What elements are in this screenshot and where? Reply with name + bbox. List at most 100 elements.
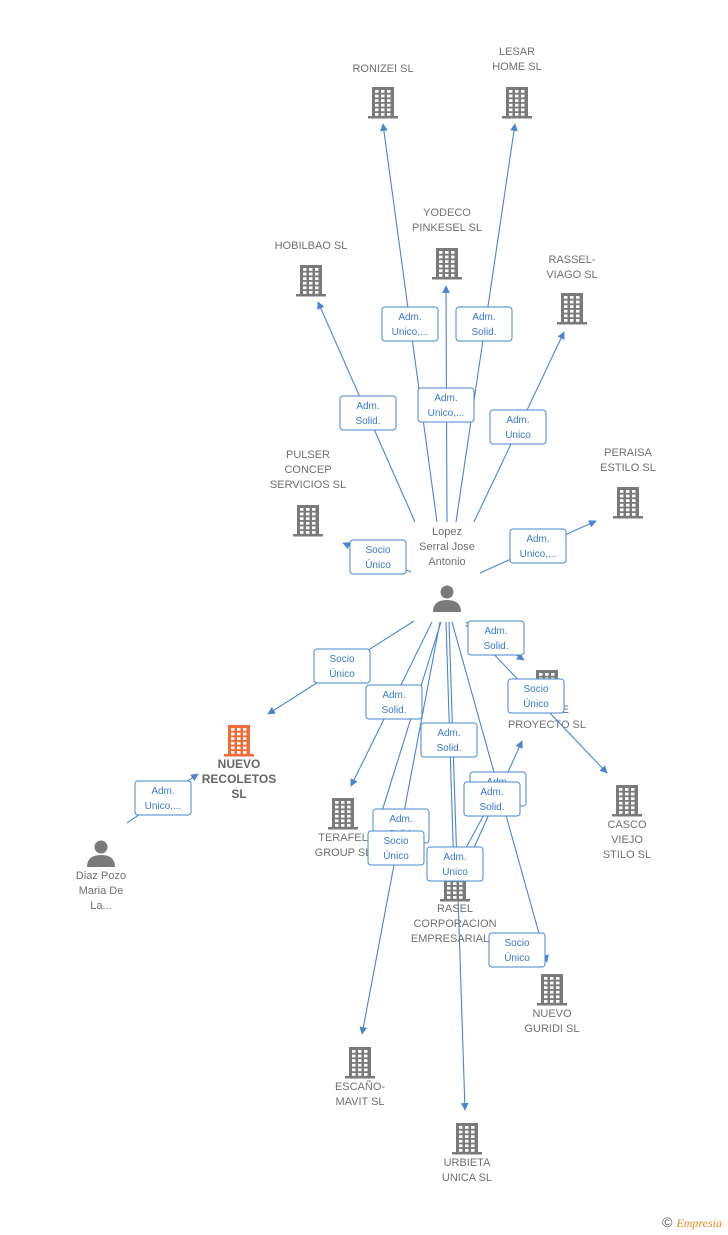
- edge-label-e_yodeco[interactable]: Adm.Unico,...: [417, 387, 475, 423]
- building-window: [564, 300, 568, 304]
- node-escano[interactable]: ESCAÑO-MAVIT SL: [335, 1047, 385, 1108]
- node-label: LESAR: [499, 46, 535, 58]
- edge-label-text: Adm.: [437, 728, 460, 739]
- edge-label-e_hobilbao[interactable]: Adm.Solid.: [339, 395, 397, 431]
- node-label: Lopez: [432, 526, 462, 538]
- building-window: [364, 1068, 368, 1072]
- edge-label-box: [463, 781, 521, 817]
- building-window: [300, 526, 304, 530]
- building-base: [502, 116, 532, 119]
- node-label: PULSER: [286, 449, 330, 461]
- building-window: [551, 673, 555, 676]
- building-window: [451, 274, 455, 277]
- building-base: [368, 116, 398, 119]
- building-window: [453, 882, 457, 885]
- person-body: [87, 855, 115, 867]
- building-base: [345, 1076, 375, 1079]
- building-window: [632, 490, 636, 493]
- building-window: [570, 314, 574, 318]
- building-window: [335, 819, 339, 823]
- edge-label-e_peraisa[interactable]: Adm.Unico,...: [509, 528, 567, 564]
- building-window: [459, 882, 463, 885]
- edge-label-e_diaz[interactable]: Adm.Unico,...: [134, 780, 192, 816]
- building-window: [364, 1050, 368, 1053]
- building-window: [335, 805, 339, 809]
- building-window: [632, 508, 636, 512]
- building-window: [631, 801, 635, 805]
- edge-label-box: [426, 846, 484, 882]
- building-window: [439, 274, 443, 277]
- building-window: [550, 977, 554, 980]
- building-window: [556, 981, 560, 985]
- building-window: [352, 1063, 356, 1067]
- building-base: [612, 814, 642, 817]
- node-label: GROUP SL: [315, 847, 372, 859]
- building-base: [328, 827, 358, 830]
- edge-label-e_rasel_a[interactable]: Adm.Unico: [426, 846, 484, 882]
- building-window: [570, 296, 574, 299]
- building-window: [465, 1126, 469, 1129]
- building-window: [544, 977, 548, 980]
- building-window: [312, 508, 316, 511]
- building-icon: [452, 1123, 482, 1155]
- building-window: [631, 788, 635, 791]
- building-window: [619, 792, 623, 796]
- building-base: [224, 754, 254, 757]
- building-base: [537, 1003, 567, 1006]
- edge-e_escano_a[interactable]: [371, 621, 442, 841]
- node-rassel[interactable]: RASSEL-VIAGO SL: [546, 254, 598, 325]
- building-window: [237, 737, 241, 740]
- copyright-symbol: ©: [662, 1214, 673, 1230]
- building-window: [231, 741, 235, 745]
- building-window: [625, 806, 629, 810]
- building-window: [347, 801, 351, 804]
- building-window: [459, 891, 463, 895]
- building-window: [300, 531, 304, 534]
- building-window: [465, 1130, 469, 1134]
- node-label: RASSEL-: [548, 254, 595, 266]
- edge-label-e_fudete[interactable]: Adm.Solid.: [467, 620, 525, 656]
- edge-label-e_rasel_c[interactable]: Adm.Solid.: [463, 781, 521, 817]
- edge-label-e_lesar[interactable]: Adm.Solid.: [455, 306, 513, 342]
- building-icon: [612, 785, 642, 817]
- node-label: La...: [90, 900, 111, 912]
- edge-label-text: Adm.: [472, 312, 495, 323]
- building-window: [303, 272, 307, 276]
- building-window: [237, 746, 241, 750]
- node-ronizei[interactable]: RONIZEI SL: [352, 63, 414, 119]
- building-window: [347, 819, 351, 823]
- building-icon: [537, 974, 567, 1006]
- node-hobilbao[interactable]: HOBILBAO SL: [275, 240, 348, 297]
- edge-label-e_terafel[interactable]: Adm.Solid.: [365, 684, 423, 720]
- building-window: [312, 517, 316, 520]
- building-window: [387, 94, 391, 98]
- edge-label-e_rassel[interactable]: Adm.Unico: [489, 409, 547, 445]
- footer-brand[interactable]: ©Empresia: [662, 1214, 722, 1231]
- building-window: [237, 728, 241, 731]
- building-window: [358, 1073, 362, 1076]
- building-window: [570, 319, 574, 322]
- edge-label-e_ronizei[interactable]: Adm.Unico,...: [381, 306, 439, 342]
- building-window: [347, 824, 351, 827]
- building-base: [440, 899, 470, 902]
- edge-label-box: [489, 409, 547, 445]
- building-window: [335, 801, 339, 804]
- building-window: [439, 251, 443, 254]
- edge-label-e_urbieta[interactable]: Adm.Solid.: [420, 722, 478, 758]
